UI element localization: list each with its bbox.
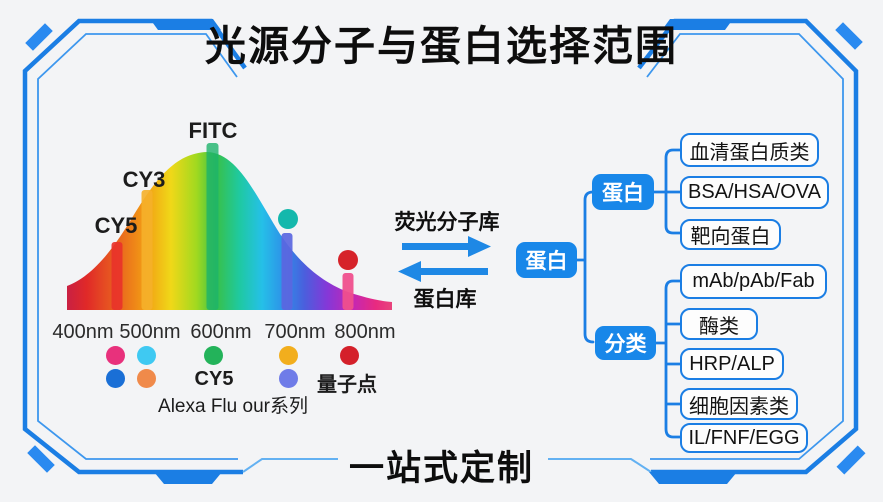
cy3-label: CY3 [122, 167, 166, 192]
spectrum-curve-group [67, 143, 392, 310]
frame-accent-blocks [25, 19, 866, 484]
page-title: 光源分子与蛋白选择范围 [205, 23, 678, 69]
leaf-hrp-alp: HRP/ALP [680, 348, 784, 380]
exchange-arrows [398, 236, 491, 282]
cy3-marker-bar [141, 190, 153, 310]
tree-root-protein: 蛋白 [516, 242, 577, 278]
marker-dot-800nm [338, 250, 358, 270]
leaf-il-fnf-egg: IL/FNF/EGG [680, 423, 808, 453]
tree-branch-class: 分类 [595, 326, 656, 360]
arrow-right-icon [402, 236, 491, 257]
corner-bar-top-left [25, 23, 53, 51]
legend-dot-orange [137, 369, 156, 388]
accent-block-bottom-left [154, 472, 222, 484]
arrow-left-icon [398, 261, 488, 282]
frame-footer-line-left [242, 458, 338, 473]
fluorescent-library-label: 荧光分子库 [394, 211, 500, 234]
tree-connectors [574, 148, 682, 439]
frame-inner-right [646, 33, 844, 460]
cy5-marker-bar [111, 242, 123, 310]
leaf-serum-proteins: 血清蛋白质类 [680, 133, 819, 167]
connector-branch-class [653, 279, 682, 439]
axis-tick-500nm: 500nm [119, 321, 181, 343]
frame-footer-line-right [548, 458, 652, 473]
protein-library-label: 蛋白库 [413, 288, 477, 311]
fitc-marker-bar [206, 143, 219, 310]
accent-block-top-left [150, 19, 221, 30]
cy5-label: CY5 [94, 213, 138, 238]
accent-block-top-right [662, 19, 733, 30]
tree-branch-protein: 蛋白 [592, 174, 654, 210]
corner-bar-top-right [835, 22, 863, 50]
leaf-mab-pab-fab: mAb/pAb/Fab [680, 264, 827, 299]
legend-label-cy5: CY5 [194, 368, 234, 390]
connector-branch-protein [651, 148, 682, 235]
legend-label-alexa-series: Alexa Flu our系列 [158, 396, 308, 417]
corner-bar-bottom-right [836, 445, 866, 475]
legend-dot-magenta [106, 346, 125, 365]
marker-bar-800nm [342, 273, 354, 310]
legend-dot-red [340, 346, 359, 365]
marker-dot-700nm [278, 209, 298, 229]
leaf-target-protein: 靶向蛋白 [680, 219, 781, 250]
connector-root [574, 190, 595, 344]
legend-dot-blue [106, 369, 125, 388]
corner-bar-bottom-left [27, 445, 55, 473]
axis-tick-700nm: 700nm [264, 321, 326, 343]
legend-dot-green [204, 346, 223, 365]
legend-dot-cyan [137, 346, 156, 365]
legend-dot-periwinkle [279, 369, 298, 388]
fitc-label: FITC [188, 118, 238, 143]
leaf-enzymes: 酶类 [680, 308, 758, 340]
legend-dot-amber [279, 346, 298, 365]
axis-tick-400nm: 400nm [52, 321, 114, 343]
footer-title: 一站式定制 [348, 449, 534, 488]
marker-bar-700nm [281, 233, 293, 310]
accent-block-bottom-right [649, 472, 737, 484]
legend-label-quantum-dot: 量子点 [317, 374, 377, 396]
axis-tick-800nm: 800nm [334, 321, 396, 343]
axis-tick-600nm: 600nm [190, 321, 252, 343]
frame-inner-left [37, 33, 238, 460]
leaf-cytokines: 细胞因素类 [680, 388, 798, 420]
leaf-bsa-hsa-ova: BSA/HSA/OVA [680, 176, 829, 209]
